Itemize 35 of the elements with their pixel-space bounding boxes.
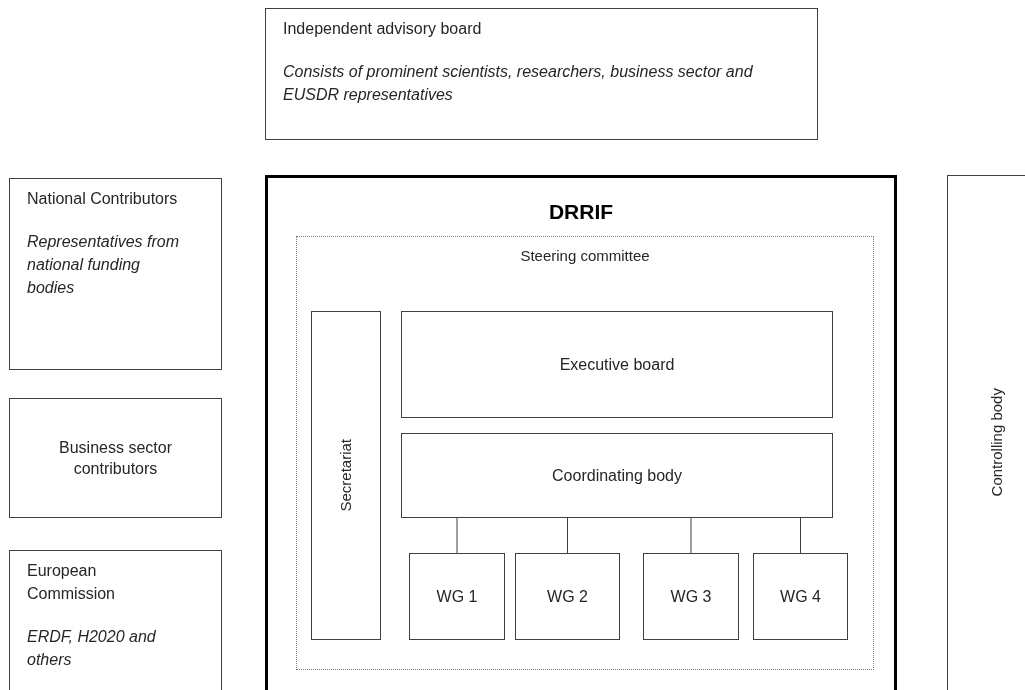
group-title: Steering committee bbox=[519, 246, 651, 266]
process-box bbox=[401, 433, 833, 518]
box-label: WG 3 bbox=[669, 587, 713, 607]
connector-line bbox=[456, 517, 458, 554]
process-box bbox=[643, 553, 739, 640]
box-label: Coordinating body bbox=[551, 466, 683, 486]
text-box bbox=[9, 178, 222, 370]
frame-title: DRRIF bbox=[547, 199, 615, 225]
process-box bbox=[311, 311, 381, 640]
process-box bbox=[401, 311, 833, 418]
group-box bbox=[296, 236, 874, 670]
box-label: Business sector contributors bbox=[58, 438, 173, 479]
box-heading: European Commission bbox=[27, 561, 116, 604]
frame-box bbox=[265, 175, 897, 690]
connector-line bbox=[690, 517, 692, 554]
vertical-label: Secretariat bbox=[335, 439, 355, 512]
box-description: Representatives from national funding bodies bbox=[27, 232, 181, 298]
process-box bbox=[753, 553, 848, 640]
box-label: Executive board bbox=[558, 355, 676, 375]
connector-line bbox=[567, 517, 568, 554]
box-label: WG 2 bbox=[546, 587, 589, 607]
vertical-label: Controlling body bbox=[986, 388, 1006, 497]
process-box bbox=[409, 553, 505, 640]
connector-line bbox=[800, 517, 801, 554]
process-box bbox=[947, 175, 1025, 690]
box-label: WG 1 bbox=[435, 587, 479, 607]
box-description: Consists of prominent scientists, researchers, business sector and EUSDR representatives bbox=[283, 62, 754, 105]
box-label: WG 4 bbox=[779, 587, 822, 607]
process-box bbox=[515, 553, 620, 640]
box-heading: Independent advisory board bbox=[283, 19, 483, 39]
process-box bbox=[9, 398, 222, 518]
text-box bbox=[9, 550, 222, 690]
box-heading: National Contributors bbox=[27, 189, 179, 209]
text-box bbox=[265, 8, 818, 140]
box-description: ERDF, H2020 and others bbox=[27, 627, 157, 670]
